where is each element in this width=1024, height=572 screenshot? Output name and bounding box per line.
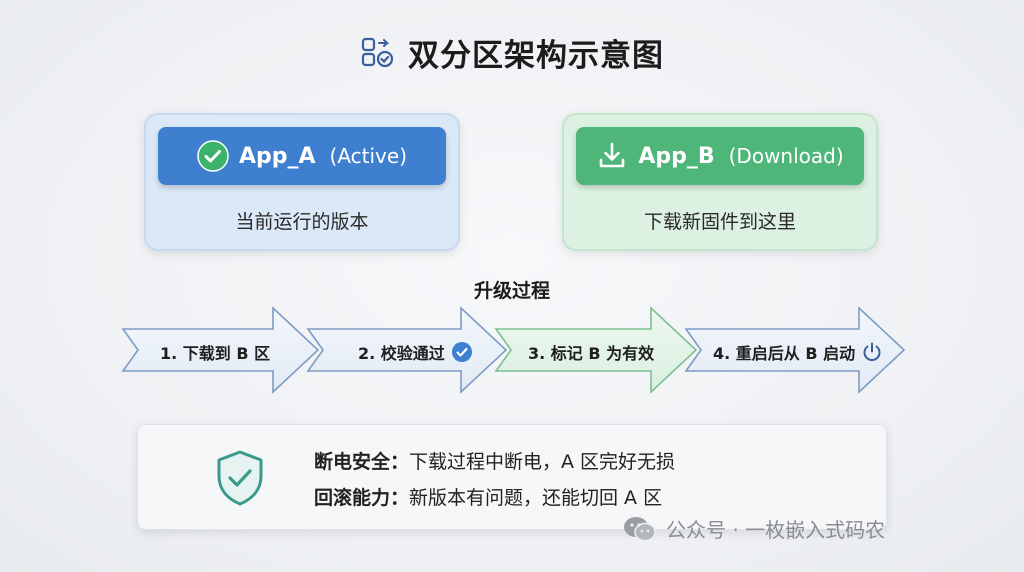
app-b-card: App_B (Download) 下载新固件到这里 [562,113,878,251]
app-a-pill: App_A (Active) [158,127,446,185]
process-title: 升级过程 [473,280,550,302]
shield-check-icon [217,450,263,506]
download-icon [600,142,625,168]
app-b-status: (Download) [728,144,844,168]
rollback-label: 回滚能力： [314,487,410,509]
step-2-label: 2. 校验通过 [358,340,473,364]
info-panel: 断电安全：下载过程中断电，A 区完好无损 回滚能力：新版本有问题，还能切回 A … [137,424,887,530]
page-title: 双分区架构示意图 [408,38,664,74]
step-arrow-2 [306,306,508,394]
swap-check-icon [361,37,394,67]
app-a-name: App_A [238,143,316,169]
app-a-card: App_A (Active) 当前运行的版本 [144,113,460,251]
wechat-icon [624,516,656,541]
watermark-text: 公众号 · 一枚嵌入式码农 [666,518,886,542]
power-safety-label: 断电安全： [314,451,410,473]
step-4-text: 4. 重启后从 B 启动 [713,344,856,363]
step-4-label: 4. 重启后从 B 启动 [713,340,883,364]
verified-check-icon [451,342,472,362]
app-a-desc: 当前运行的版本 [235,211,369,233]
step-1-text: 1. 下载到 B 区 [160,344,271,363]
page-title-row: 双分区架构示意图 [0,30,1024,79]
info-line-power-safety: 断电安全：下载过程中断电，A 区完好无损 [314,447,675,474]
step-3-label: 3. 标记 B 为有效 [528,340,654,364]
step-arrow-4 [684,306,906,394]
step-arrow-1 [121,306,320,394]
process-arrows [121,306,906,394]
power-icon [863,342,881,361]
step-arrow-3 [494,306,698,394]
power-safety-text: 下载过程中断电，A 区完好无损 [409,451,676,473]
step-2-text: 2. 校验通过 [358,344,445,363]
app-b-pill: App_B (Download) [576,127,864,185]
step-1-label: 1. 下载到 B 区 [160,340,270,364]
check-circle-icon [197,140,229,172]
step-3-text: 3. 标记 B 为有效 [528,344,655,363]
watermark: 公众号 · 一枚嵌入式码农 [622,514,885,543]
app-a-status: (Active) [329,144,408,168]
info-line-rollback: 回滚能力：新版本有问题，还能切回 A 区 [314,483,662,510]
app-b-name: App_B [638,143,715,169]
rollback-text: 新版本有问题，还能切回 A 区 [409,487,663,509]
app-b-desc: 下载新固件到这里 [643,211,796,233]
